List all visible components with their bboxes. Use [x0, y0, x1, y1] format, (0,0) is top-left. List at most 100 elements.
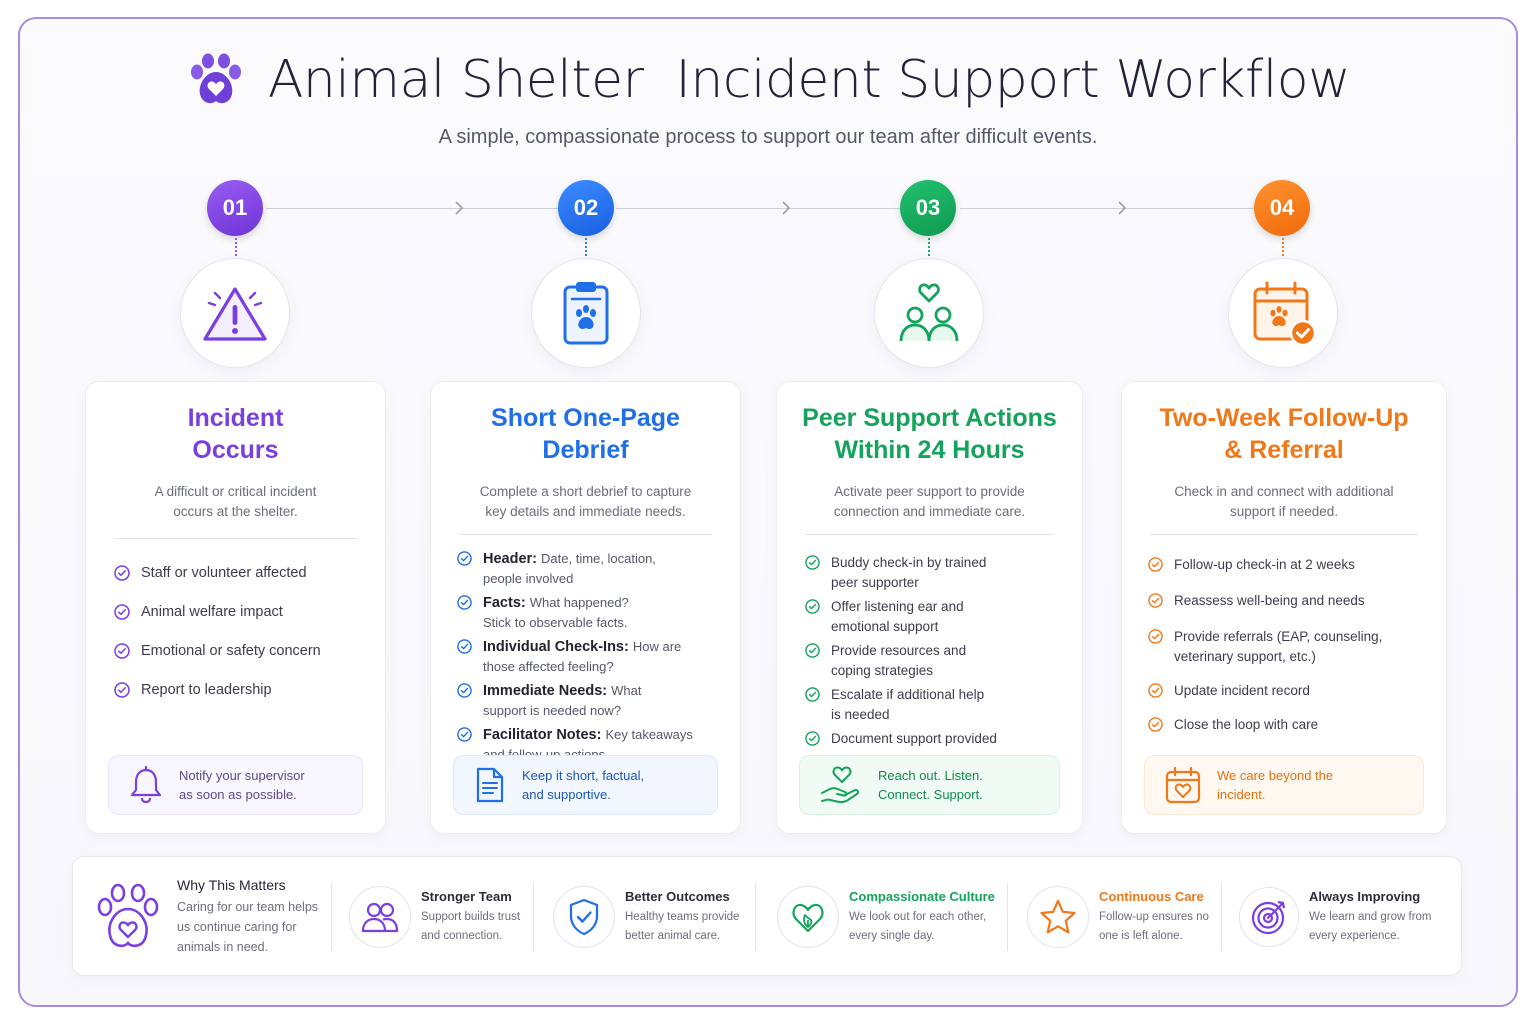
list-item: Provide referrals (EAP, counseling,veter… — [1148, 627, 1426, 667]
dotted-link — [1282, 238, 1284, 256]
benefit-always-improving: Always Improving We learn and grow from … — [1239, 857, 1459, 977]
step-1-badge: 01 — [207, 180, 263, 236]
check-circle-icon — [457, 727, 472, 742]
list-item: Follow-up check-in at 2 weeks — [1148, 555, 1426, 575]
chevron-right-icon — [455, 201, 464, 215]
step-2-card: Short One-Page Debrief Complete a short … — [430, 381, 741, 834]
clipboard-paw-icon — [563, 282, 609, 345]
check-circle-icon — [1148, 683, 1163, 698]
divider — [114, 538, 357, 539]
list-item: Close the loop with care — [1148, 715, 1426, 735]
check-circle-icon — [457, 551, 472, 566]
check-circle-icon — [805, 731, 820, 746]
step-4-icon-circle — [1228, 258, 1338, 368]
benefit-compassionate-culture: Compassionate Culture We look out for ea… — [777, 857, 1007, 977]
list-item: Emotional or safety concern — [114, 641, 357, 661]
divider — [1221, 883, 1222, 951]
check-circle-icon — [114, 682, 130, 698]
step-2-callout: Keep it short, factual, and supportive. — [453, 755, 718, 815]
connector-2-3 — [616, 208, 904, 209]
step-3-badge: 03 — [900, 180, 956, 236]
divider — [331, 883, 332, 951]
check-circle-icon — [805, 687, 820, 702]
divider — [1150, 534, 1418, 535]
heart-leaf-icon — [792, 903, 824, 933]
divider — [533, 883, 534, 951]
star-icon — [1040, 899, 1076, 934]
step-3-description: Activate peer support to provide connect… — [833, 484, 1026, 519]
divider — [805, 534, 1054, 535]
header: Animal Shelter Incident Support Workflow… — [0, 50, 1536, 149]
title-row: Animal Shelter Incident Support Workflow — [0, 50, 1536, 110]
step-2-badge: 02 — [558, 180, 614, 236]
hand-heart-icon — [821, 766, 860, 803]
step-1-description: A difficult or critical incident occurs … — [154, 484, 317, 519]
step-1-title: Incident Occurs — [187, 404, 284, 464]
check-circle-icon — [1148, 593, 1163, 608]
dotted-link — [585, 238, 587, 256]
list-item: Update incident record — [1148, 681, 1426, 701]
target-icon — [1251, 900, 1286, 935]
step-3-callout: Reach out. Listen. Connect. Support. — [799, 755, 1060, 815]
connector-3-4 — [960, 208, 1258, 209]
list-item: Facilitator Notes: Key takeawaysand foll… — [457, 725, 720, 765]
document-icon — [476, 767, 504, 803]
bell-icon — [130, 766, 162, 804]
why-this-matters: Why This Matters Caring for our team hel… — [93, 857, 333, 977]
check-circle-icon — [457, 639, 472, 654]
why-this-matters-strip: Why This Matters Caring for our team hel… — [72, 856, 1462, 976]
list-item: Staff or volunteer affected — [114, 563, 357, 583]
page-subtitle: A simple, compassionate process to suppo… — [438, 126, 1098, 148]
chevron-right-icon — [1118, 201, 1127, 215]
shield-check-icon — [569, 898, 599, 936]
check-circle-icon — [457, 595, 472, 610]
benefit-better-outcomes: Better Outcomes Healthy teams provide be… — [553, 857, 753, 977]
step-3-title: Peer Support Actions Within 24 Hours — [802, 404, 1057, 464]
why-title: Why This Matters — [177, 877, 286, 893]
why-description: Caring for our team helps us continue ca… — [177, 900, 319, 954]
step-4-callout: We care beyond the incident. — [1144, 755, 1424, 815]
peers-heart-icon — [899, 283, 959, 342]
calendar-heart-icon — [1165, 766, 1201, 804]
check-circle-icon — [114, 565, 130, 581]
paw-heart-outline-icon — [97, 883, 159, 948]
check-circle-icon — [1148, 717, 1163, 732]
page-title: Animal Shelter Incident Support Workflow — [267, 50, 1351, 110]
check-circle-icon — [457, 683, 472, 698]
people-icon — [361, 902, 399, 933]
step-1-icon-circle — [180, 258, 290, 368]
step-4-description: Check in and connect with additional sup… — [1174, 484, 1394, 519]
step-4-checklist: Follow-up check-in at 2 weeks Reassess w… — [1148, 555, 1426, 735]
dotted-link — [235, 238, 237, 256]
chevron-right-icon — [782, 201, 791, 215]
step-2-checklist: Header: Date, time, location,people invo… — [457, 549, 720, 765]
step-1-card: Incident Occurs A difficult or critical … — [85, 381, 386, 834]
list-item: Animal welfare impact — [114, 602, 357, 622]
list-item: Facts: What happened?Stick to observable… — [457, 593, 720, 633]
list-item: Header: Date, time, location,people invo… — [457, 549, 720, 589]
connector-1-2 — [266, 208, 560, 209]
step-3-icon-circle — [874, 258, 984, 368]
divider — [459, 534, 712, 535]
step-2-icon-circle — [531, 258, 641, 368]
step-4-card: Two-Week Follow-Up & Referral Check in a… — [1121, 381, 1447, 834]
step-4-badge: 04 — [1254, 180, 1310, 236]
step-4-title: Two-Week Follow-Up & Referral — [1159, 404, 1409, 464]
check-circle-icon — [805, 599, 820, 614]
step-1-checklist: Staff or volunteer affected Animal welfa… — [114, 563, 357, 700]
step-2-description: Complete a short debrief to capture key … — [479, 484, 692, 519]
divider — [755, 883, 756, 951]
step-1-callout: Notify your supervisor as soon as possib… — [108, 755, 363, 815]
check-circle-icon — [805, 643, 820, 658]
list-item: Document support provided — [805, 729, 1062, 749]
check-circle-icon — [114, 604, 130, 620]
paw-heart-logo-icon — [190, 53, 241, 104]
benefit-stronger-team: Stronger Team Support builds trust and c… — [349, 857, 529, 977]
check-circle-icon — [1148, 629, 1163, 644]
check-circle-icon — [805, 555, 820, 570]
check-circle-icon — [1148, 557, 1163, 572]
benefit-continuous-care: Continuous Care Follow-up ensures no one… — [1027, 857, 1227, 977]
